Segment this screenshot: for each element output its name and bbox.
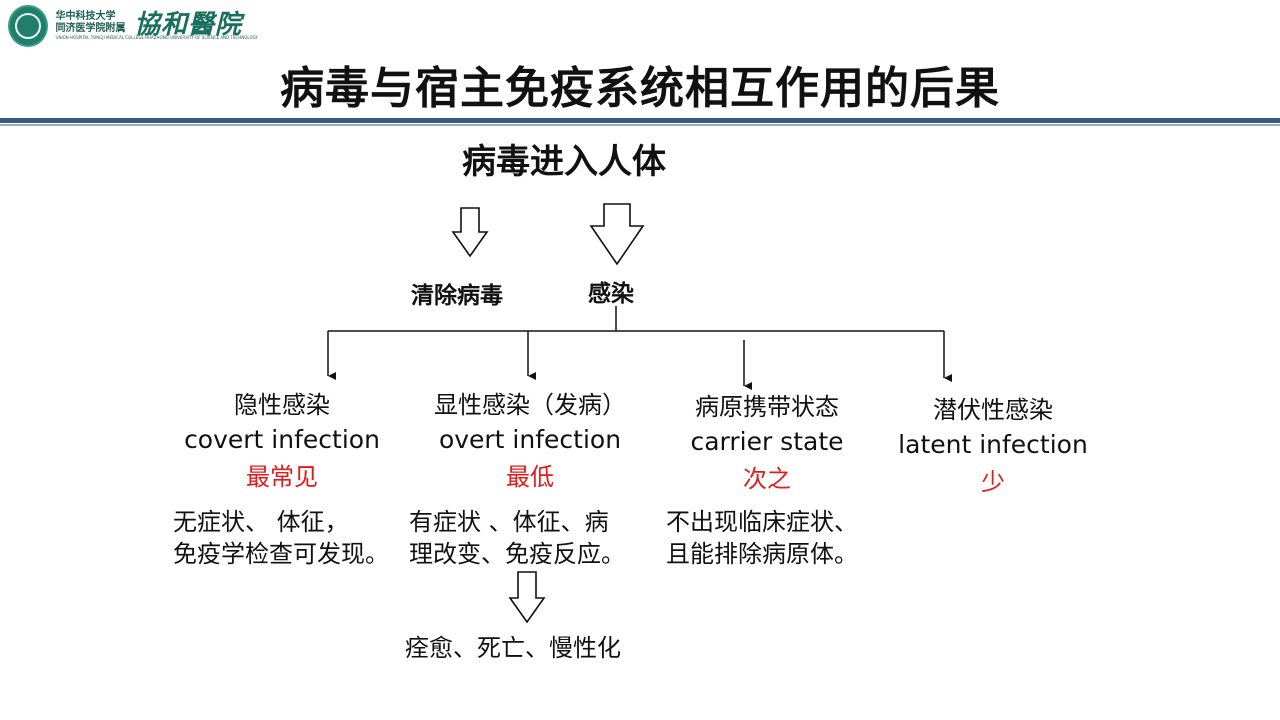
outcome-carrier: 病原携带状态 carrier state 次之 <box>667 391 867 495</box>
logo-english: UNION HOSPITAL TONGJI MEDICAL COLLEGE HU… <box>55 35 258 40</box>
title-divider-shadow <box>0 124 1280 126</box>
desc-line: 理改变、免疫反应。 <box>409 540 625 568</box>
logo-university: 华中科技大学 <box>55 11 116 22</box>
outcome-frequency: 最低 <box>506 463 554 491</box>
hospital-brand-name: 協和醫院 <box>134 10 243 40</box>
desc-line: 有症状 、体征、病 <box>409 508 609 536</box>
hospital-logo: 华中科技大学 同济医学院附属 UNION HOSPITAL TONGJI MED… <box>8 4 258 48</box>
outcome-covert-desc: 无症状、 体征， 免疫学检查可发现。 <box>173 506 389 570</box>
outcome-latent: 潜伏性感染 latent infection 少 <box>890 394 1096 498</box>
outcome-cn-label: 显性感染（发病） <box>434 391 626 419</box>
outcome-carrier-desc: 不出现临床症状、 且能排除病原体。 <box>666 506 858 570</box>
outcome-frequency: 少 <box>981 468 1005 496</box>
outcome-covert: 隐性感染 covert infection 最常见 <box>181 389 383 493</box>
desc-line: 无症状、 体征， <box>173 508 349 536</box>
logo-college: 同济医学院附属 <box>55 23 126 34</box>
hospital-emblem-icon <box>8 5 48 47</box>
outcome-cn-label: 隐性感染 <box>234 391 330 419</box>
outcome-frequency: 最常见 <box>246 463 318 491</box>
slide-title: 病毒与宿主免疫系统相互作用的后果 <box>280 63 1000 114</box>
block-arrow-outcome <box>508 571 546 624</box>
desc-line: 不出现临床症状、 <box>666 508 858 536</box>
outcome-en-label: overt infection <box>438 425 622 454</box>
outcome-en-label: latent infection <box>898 430 1088 459</box>
outcome-overt-desc: 有症状 、体征、病 理改变、免疫反应。 <box>409 506 625 570</box>
block-arrow-clear <box>451 207 489 258</box>
outcome-frequency: 次之 <box>743 465 791 493</box>
outcome-en-label: covert infection <box>184 425 380 454</box>
block-arrow-infect <box>589 203 645 266</box>
node-clear-virus: 清除病毒 <box>411 283 503 309</box>
node-final-outcome: 痊愈、死亡、慢性化 <box>405 634 621 662</box>
outcome-cn-label: 潜伏性感染 <box>933 396 1053 424</box>
outcome-cn-label: 病原携带状态 <box>695 393 839 421</box>
outcome-en-label: carrier state <box>690 427 844 456</box>
node-virus-entry: 病毒进入人体 <box>462 142 666 182</box>
outcome-overt: 显性感染（发病） overt infection 最低 <box>420 389 640 493</box>
desc-line: 免疫学检查可发现。 <box>173 540 389 568</box>
node-infection: 感染 <box>588 281 634 307</box>
desc-line: 且能排除病原体。 <box>666 540 858 568</box>
title-divider <box>0 118 1280 123</box>
logo-text-group: 华中科技大学 同济医学院附属 UNION HOSPITAL TONGJI MED… <box>56 11 258 41</box>
